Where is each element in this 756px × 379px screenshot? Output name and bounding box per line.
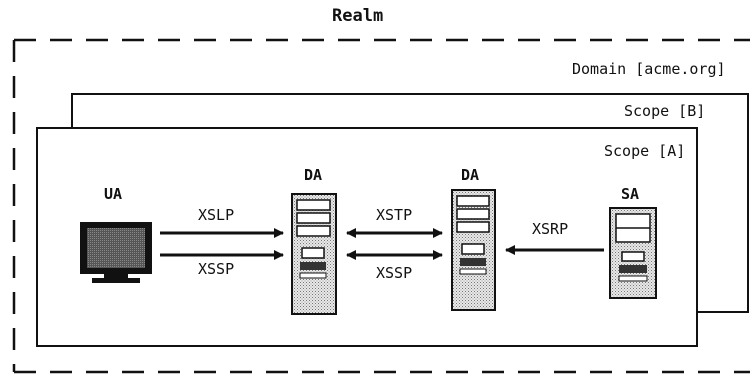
realm-label: Realm [332, 6, 384, 26]
scope-a-label: Scope [A] [604, 142, 686, 160]
xstp-label: XSTP [376, 206, 413, 224]
xssp-middle-label: XSSP [376, 264, 413, 282]
server-tower-icon [451, 189, 496, 311]
server-tower-icon [609, 207, 657, 299]
server-tower-icon [291, 193, 337, 315]
xslp-label: XSLP [198, 206, 235, 224]
da-right-label: DA [461, 166, 480, 184]
scope-b-label: Scope [B] [624, 102, 706, 120]
ua-label: UA [104, 185, 123, 203]
xssp-left-label: XSSP [198, 260, 235, 278]
arrow-icon [160, 228, 604, 260]
realm-boundary [12, 38, 750, 374]
sa-label: SA [621, 185, 640, 203]
domain-label: Domain [acme.org] [572, 60, 726, 78]
da-left-label: DA [304, 166, 323, 184]
xsrp-label: XSRP [532, 220, 569, 238]
monitor-icon [80, 222, 152, 283]
